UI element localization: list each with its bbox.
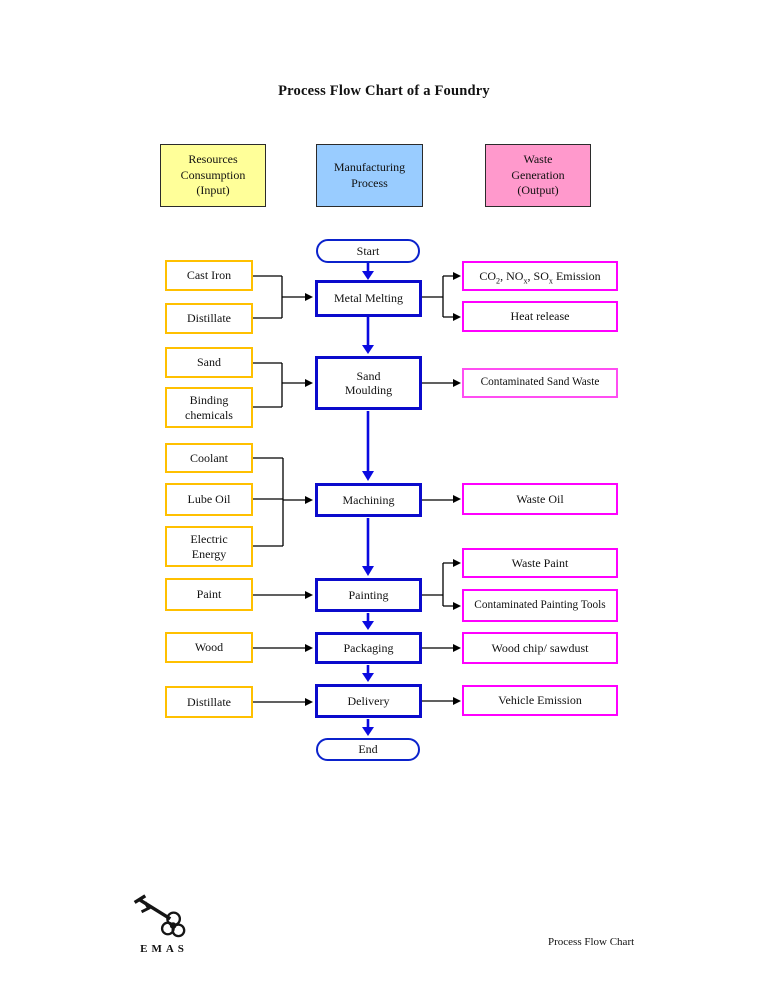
output-box-contaminated-painting-tools: Contaminated Painting Tools [462,589,618,622]
emas-logo: EMAS [130,890,198,955]
page-title: Process Flow Chart of a Foundry [278,83,490,99]
process-box-metal-melting: Metal Melting [315,280,422,317]
input-box-cast-iron: Cast Iron [165,260,253,291]
process-box-sand-moulding: Sand Moulding [315,356,422,410]
output-box-wood-chip-sawdust: Wood chip/ sawdust [462,632,618,664]
output-box-waste-paint: Waste Paint [462,548,618,578]
output-box-contaminated-sand-waste: Contaminated Sand Waste [462,368,618,398]
process-box-painting: Painting [315,578,422,612]
terminator-end: End [316,738,420,761]
legend-manufacturing-process: Manufacturing Process [316,144,423,207]
process-box-packaging: Packaging [315,632,422,664]
input-box-lube-oil: Lube Oil [165,483,253,516]
output-box-waste-oil: Waste Oil [462,483,618,515]
legend-waste-output: Waste Generation (Output) [485,144,591,207]
input-box-electric-energy: Electric Energy [165,526,253,567]
terminator-start: Start [316,239,420,263]
process-box-delivery: Delivery [315,684,422,718]
connector-painting-to-outputs [422,562,453,607]
footer-label: Process Flow Chart [548,936,635,948]
connector-inputs-to-metal-melting [253,275,306,319]
input-box-distillate-delivery: Distillate [165,686,253,718]
input-box-wood: Wood [165,632,253,663]
key-icon [133,894,186,938]
input-box-binding-chemicals: Binding chemicals [165,387,253,428]
output-box-vehicle-emission: Vehicle Emission [462,685,618,716]
connector-inputs-to-machining [253,457,306,547]
connector-inputs-to-sand-moulding [252,362,306,408]
output-box-heat-release: Heat release [462,301,618,332]
output-box-co2-nox-sox-emission: CO2, NOx, SOx Emission [462,261,618,291]
process-box-machining: Machining [315,483,422,517]
input-box-paint: Paint [165,578,253,611]
input-box-coolant: Coolant [165,443,253,473]
emas-logo-text: EMAS [140,943,188,955]
legend-resources-input: Resources Consumption (Input) [160,144,266,207]
emission-label: CO2, NOx, SOx Emission [479,268,601,286]
input-box-distillate-melting: Distillate [165,303,253,334]
input-box-sand: Sand [165,347,253,378]
connector-metal-melting-to-outputs [422,275,453,318]
